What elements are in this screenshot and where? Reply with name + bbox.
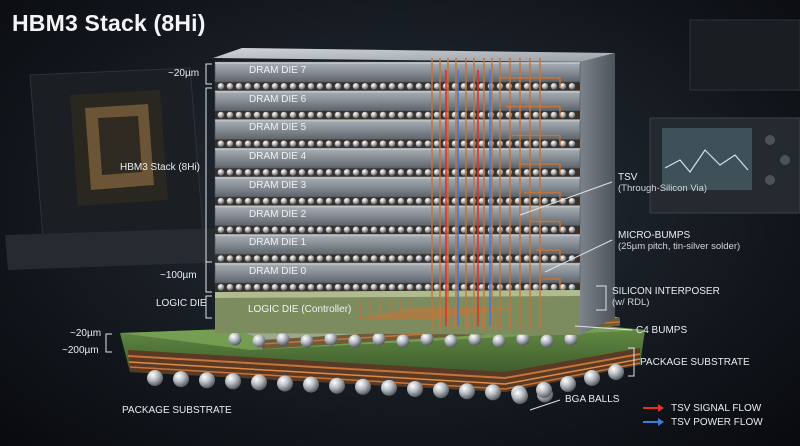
package-substrate-left-label: PACKAGE SUBSTRATE xyxy=(122,405,232,416)
interposer-subtitle: (w/ RDL) xyxy=(612,297,650,308)
logic-die-label: LOGIC DIE (Controller) xyxy=(248,304,352,315)
interposer-title: SILICON INTERPOSER xyxy=(612,286,720,297)
micro-bumps-title: MICRO-BUMPS xyxy=(618,230,691,241)
legend-signal-label: TSV SIGNAL FLOW xyxy=(671,402,762,414)
legend-signal-flow: TSV SIGNAL FLOW xyxy=(643,401,763,415)
red-arrow-icon xyxy=(643,403,665,413)
c4-bumps-label: C4 BUMPS xyxy=(636,325,688,336)
dram-die-label: DRAM DIE 0 xyxy=(249,265,307,277)
dram-die-label: DRAM DIE 3 xyxy=(249,179,307,191)
interposer-label: SILICON INTERPOSER (w/ RDL) xyxy=(612,286,720,308)
dram-die-layers xyxy=(214,61,581,292)
stack-label: HBM3 Stack (8Hi) xyxy=(120,162,201,173)
right-leader-lines xyxy=(519,181,635,411)
tsv-label: TSV (Through-Silicon Via) xyxy=(618,172,707,194)
dram-die-label: DRAM DIE 1 xyxy=(249,237,307,249)
micro-bumps-subtitle: (25µm pitch, tin-silver solder) xyxy=(618,241,741,252)
dram-die-label: DRAM DIE 6 xyxy=(249,93,307,105)
bga-balls xyxy=(147,364,624,404)
legend-power-flow: TSV POWER FLOW xyxy=(643,415,763,429)
tsv-title: TSV xyxy=(618,172,638,183)
left-brackets xyxy=(105,63,212,353)
dram-die-label: DRAM DIE 4 xyxy=(249,151,307,163)
dram-die-label: DRAM DIE 5 xyxy=(249,122,307,134)
substrate-thickness-label: ~200µm xyxy=(62,345,99,356)
background-instruments xyxy=(649,19,800,214)
tsv-subtitle: (Through-Silicon Via) xyxy=(618,183,708,194)
page-title: HBM3 Stack (8Hi) xyxy=(12,10,206,36)
dram-die-label: DRAM DIE 2 xyxy=(249,208,307,220)
bga-balls-label: BGA BALLS xyxy=(565,394,620,405)
dram-die-label: DRAM DIE 7 xyxy=(249,65,307,76)
package-substrate-right-label: PACKAGE SUBSTRATE xyxy=(640,357,750,368)
stack-top-face xyxy=(213,48,615,62)
tsv-columns xyxy=(431,58,561,330)
background-socket xyxy=(5,67,228,270)
substrate-top-thickness-label: ~20µm xyxy=(70,328,102,339)
stack-side-face xyxy=(580,53,615,335)
logic-die-side-label: LOGIC DIE xyxy=(156,298,207,309)
die-thickness-label: ~20µm xyxy=(168,68,200,79)
flow-legend: TSV SIGNAL FLOW TSV POWER FLOW xyxy=(643,401,763,429)
c4-bumps xyxy=(228,332,578,348)
logic-thickness-label: ~100µm xyxy=(160,270,197,281)
micro-bumps-label: MICRO-BUMPS (25µm pitch, tin-silver sold… xyxy=(618,230,740,252)
blue-arrow-icon xyxy=(643,417,665,427)
legend-power-label: TSV POWER FLOW xyxy=(671,416,763,428)
